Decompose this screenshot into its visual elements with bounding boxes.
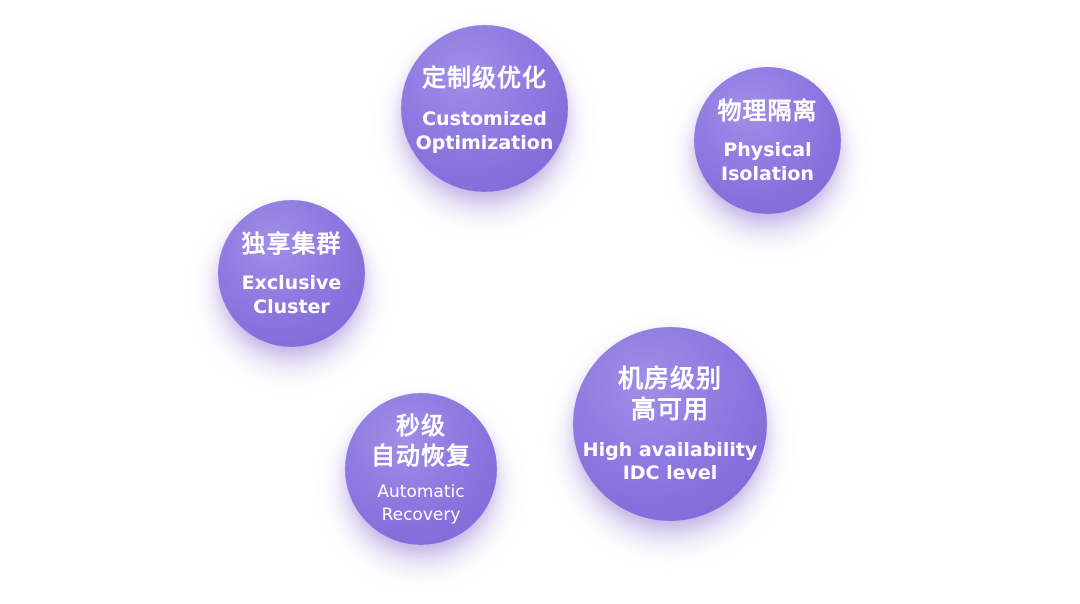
zh-line: 定制级优化	[422, 63, 547, 92]
zh-line: 秒级	[396, 412, 446, 440]
bubble-title-zh: 物理隔离	[718, 96, 818, 126]
en-line: Customized	[422, 107, 547, 130]
en-line: Cluster	[253, 295, 330, 318]
bubble-title-en: Customized Optimization	[416, 107, 554, 155]
bubble-title-zh: 秒级 自动恢复	[371, 411, 471, 471]
en-line: Recovery	[381, 505, 461, 525]
zh-line: 高可用	[630, 395, 709, 424]
zh-line: 自动恢复	[371, 442, 471, 470]
en-line: Physical	[723, 138, 812, 161]
bubble-customized-optimization: 定制级优化 Customized Optimization	[401, 25, 568, 192]
en-line: Isolation	[721, 162, 814, 185]
bubble-automatic-recovery: 秒级 自动恢复 Automatic Recovery	[345, 393, 497, 545]
en-line: Exclusive	[241, 271, 342, 294]
zh-line: 机房级别	[617, 364, 722, 393]
bubble-title-en: Physical Isolation	[721, 138, 814, 186]
bubble-title-en: Exclusive Cluster	[242, 271, 342, 319]
bubble-title-en: High availability IDC level	[583, 439, 758, 485]
en-line: High availability	[582, 439, 758, 461]
en-line: Automatic	[377, 482, 465, 502]
bubble-title-zh: 独享集群	[242, 229, 342, 259]
en-line: Optimization	[415, 131, 554, 154]
zh-line: 独享集群	[241, 229, 342, 258]
bubble-physical-isolation: 物理隔离 Physical Isolation	[694, 67, 841, 214]
bubble-high-availability: 机房级别 高可用 High availability IDC level	[573, 327, 767, 521]
bubble-title-en: Automatic Recovery	[377, 481, 464, 527]
bubble-title-zh: 定制级优化	[422, 63, 547, 93]
bubble-title-zh: 机房级别 高可用	[618, 363, 722, 425]
bubble-exclusive-cluster: 独享集群 Exclusive Cluster	[218, 200, 365, 347]
en-line: IDC level	[622, 462, 718, 484]
zh-line: 物理隔离	[717, 96, 818, 125]
